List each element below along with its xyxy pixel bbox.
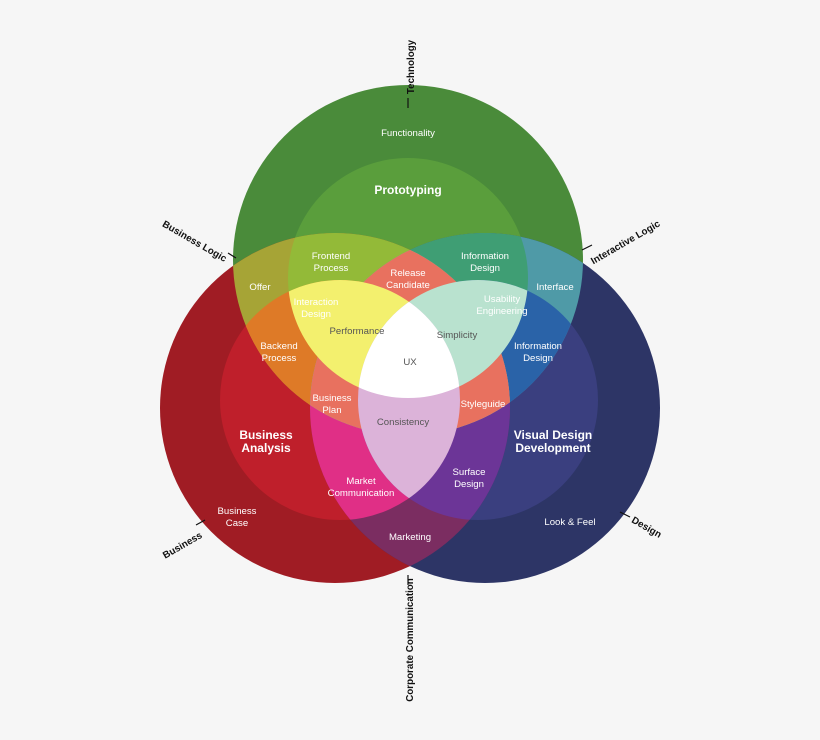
axis-corporate-communication: Corporate Communication — [405, 575, 416, 702]
svg-text:Process: Process — [314, 263, 349, 274]
label-information-design-right: Information — [514, 341, 562, 352]
svg-text:Analysis: Analysis — [241, 441, 291, 455]
label-ux: UX — [403, 357, 417, 368]
svg-text:Business: Business — [161, 530, 205, 562]
axis-design: Design — [619, 511, 663, 541]
label-market-communication: Market — [346, 476, 376, 487]
label-information-design-top: Information — [461, 251, 509, 262]
label-business-analysis: Business — [239, 428, 293, 442]
label-look-and-feel: Look & Feel — [544, 517, 595, 528]
label-interaction-design: Interaction — [294, 297, 339, 308]
label-usability-engineering: Usability — [484, 294, 520, 305]
axis-interactive-logic: Interactive Logic — [581, 218, 663, 267]
label-performance: Performance — [330, 326, 385, 337]
label-styleguide: Styleguide — [461, 399, 506, 410]
label-functionality: Functionality — [381, 128, 435, 139]
svg-text:Communication: Communication — [328, 488, 395, 499]
label-consistency: Consistency — [377, 417, 429, 428]
label-interface: Interface — [536, 282, 573, 293]
label-offer: Offer — [249, 282, 271, 293]
svg-text:Business Logic: Business Logic — [160, 219, 229, 265]
axis-technology: Technology — [406, 39, 417, 108]
svg-text:Development: Development — [515, 441, 590, 455]
label-simplicity: Simplicity — [437, 330, 478, 341]
label-visual-design-development: Visual Design — [514, 428, 592, 442]
svg-text:Candidate: Candidate — [386, 280, 430, 291]
svg-text:Design: Design — [523, 353, 553, 364]
svg-text:Engineering: Engineering — [476, 306, 527, 317]
svg-text:Design: Design — [470, 263, 500, 274]
label-prototyping: Prototyping — [374, 183, 441, 197]
label-business-plan: Business — [313, 393, 352, 404]
svg-text:Design: Design — [301, 309, 331, 320]
label-frontend-process: Frontend — [312, 251, 350, 262]
axis-business-logic: Business Logic — [160, 219, 237, 265]
label-backend-process: Backend — [260, 341, 297, 352]
svg-text:Technology: Technology — [406, 39, 417, 94]
label-business-case: Business — [218, 506, 257, 517]
svg-text:Case: Case — [226, 518, 248, 529]
label-surface-design: Surface — [452, 467, 485, 478]
svg-text:Corporate Communication: Corporate Communication — [405, 578, 416, 702]
svg-text:Process: Process — [262, 353, 297, 364]
svg-text:Design: Design — [454, 479, 484, 490]
label-marketing: Marketing — [389, 532, 431, 543]
label-release-candidate: Release — [390, 268, 425, 279]
axis-business: Business — [161, 519, 206, 562]
svg-text:Interactive Logic: Interactive Logic — [589, 218, 662, 267]
ux-center-region — [358, 280, 460, 398]
svg-text:Plan: Plan — [322, 405, 341, 416]
svg-text:Design: Design — [629, 515, 663, 541]
